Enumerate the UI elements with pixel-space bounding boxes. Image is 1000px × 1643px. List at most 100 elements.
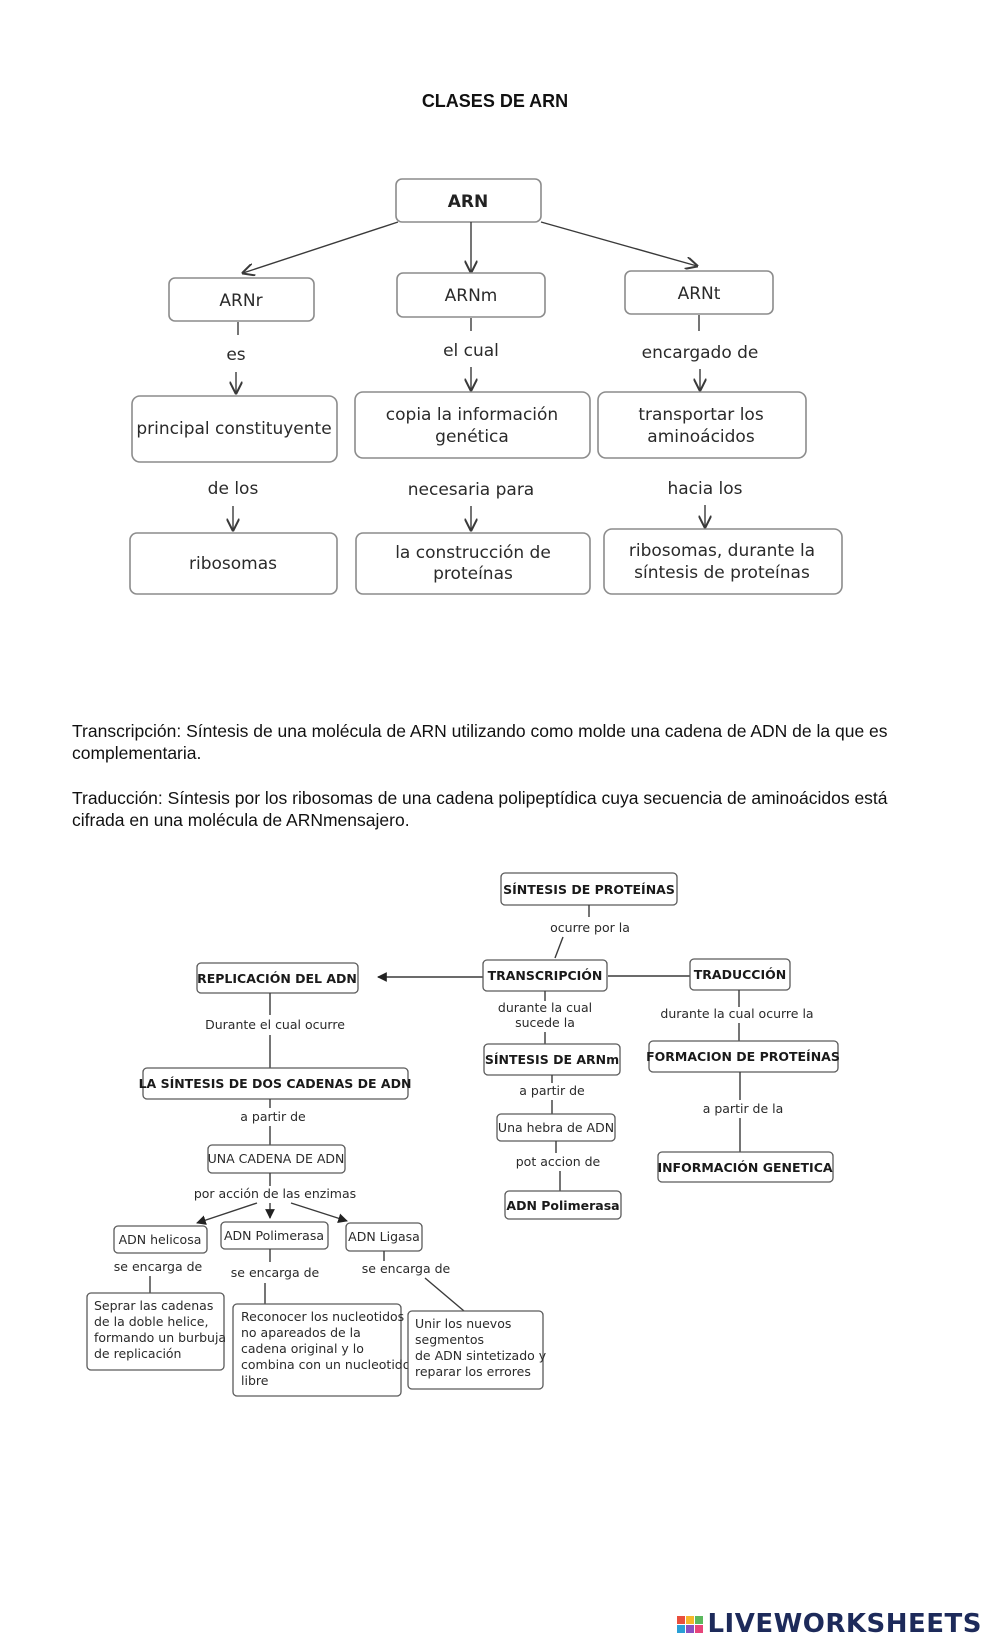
logo-square-2 [686,1615,695,1624]
tc-sintesis-arnm-label: SÍNTESIS DE ARNm [485,1052,619,1067]
arnm-description-line1: copia la información [386,405,558,425]
polimerasa-desc-line3: cadena original y lo [241,1341,364,1356]
replicacion-node: REPLICACIÓN DEL ADN [196,962,359,994]
arnm-target-node: la construcción de proteínas [355,532,591,595]
td-formacion-label: FORMACION DE PROTEÍNAS [646,1049,840,1064]
polimerasa-desc-line5: libre [241,1373,269,1388]
ligasa-desc-line4: reparar los errores [415,1364,531,1379]
arnr-label: ARNr [219,291,262,311]
transcripcion-label: TRANSCRIPCIÓN [488,968,603,983]
arnt-target-line2: síntesis de proteínas [634,563,810,583]
td-link-durante: durante la cual ocurre la [660,1006,813,1021]
rep-sintesis-label: LA SÍNTESIS DE DOS CADENAS DE ADN [139,1076,412,1091]
arnm-target-line2: proteínas [433,564,513,584]
arnm-description-line2: genética [435,427,509,447]
tc-polimerasa-label: ADN Polimerasa [506,1198,619,1213]
definition-transcripcion: Transcripción: Síntesis de una molécula … [72,721,888,763]
replicacion-label: REPLICACIÓN DEL ADN [197,971,357,986]
arnm-link-necesaria: necesaria para [408,480,534,500]
tc-link-pot-accion: pot accion de [516,1154,601,1169]
td-informacion-label: INFORMACIÓN GENETICA [657,1160,832,1175]
td-link-a-partir: a partir de la [703,1101,784,1116]
arnt-target-node: ribosomas, durante la síntesis de proteí… [603,528,843,595]
polimerasa-desc-line1: Reconocer los nucleotidos [241,1309,404,1324]
arrow-to-ligasa [290,1202,348,1223]
page-title: CLASES DE ARN [421,91,569,111]
arnt-target-line1: ribosomas, durante la [629,541,815,561]
helicosa-desc-line1: Seprar las cadenas [94,1298,213,1313]
td-formacion-node: FORMACION DE PROTEÍNAS [646,1040,840,1073]
enzyme-ligasa-desc-node: Unir los nuevos segmentos de ADN sinteti… [407,1310,547,1390]
transcripcion-node: TRANSCRIPCIÓN [482,959,608,992]
rep-link-a-partir: a partir de [240,1109,306,1124]
arnm-label: ARNm [445,286,498,306]
td-informacion-node: INFORMACIÓN GENETICA [657,1151,834,1183]
ligasa-desc-line3: de ADN sintetizado y [415,1348,547,1363]
tc-link1-line2: sucede la [515,1015,575,1030]
polimerasa-desc-line4: combina con un nucleotido [241,1357,410,1372]
tc-link-a-partir: a partir de [519,1083,585,1098]
logo-square-6 [695,1624,704,1633]
enzyme-polimerasa-label: ADN Polimerasa [224,1228,324,1243]
traduccion-label: TRADUCCIÓN [694,967,786,982]
enzyme-helicosa-node: ADN helicosa [113,1225,208,1254]
tc-link1-line1: durante la cual [498,1000,592,1015]
protein-synthesis-root-node: SÍNTESIS DE PROTEÍNAS [500,872,678,906]
enzyme-polimerasa-desc-node: Reconocer los nucleotidos no apareados d… [232,1303,410,1397]
arnt-link-encargado: encargado de [642,343,759,363]
ligasa-desc-line1: Unir los nuevos [415,1316,511,1331]
arnr-link-es: es [226,345,245,365]
arnt-description-line1: transportar los [638,405,763,425]
arn-root-label: ARN [448,192,488,212]
arnt-description-node: transportar los aminoácidos [597,391,807,459]
tc-hebra-node: Una hebra de ADN [496,1113,616,1142]
arnm-description-node: copia la información genética [354,391,591,459]
root-connector-2 [554,936,564,959]
ligasa-desc-line2: segmentos [415,1332,484,1347]
arnt-node: ARNt [624,270,774,315]
tc-hebra-label: Una hebra de ADN [498,1120,614,1135]
rep-sintesis-node: LA SÍNTESIS DE DOS CADENAS DE ADN [139,1067,412,1100]
arnr-target-node: ribosomas [129,532,338,595]
enzyme-polimerasa-link: se encarga de [231,1265,320,1280]
arnr-description-text: principal constituyente [136,419,331,439]
rep-link-durante: Durante el cual ocurre [205,1017,345,1032]
arnt-link-hacia-los: hacia los [667,479,742,499]
arn-root-node: ARN [395,178,542,223]
arnt-description-line2: aminoácidos [647,427,755,447]
tc-polimerasa-node: ADN Polimerasa [504,1190,622,1220]
arnm-node: ARNm [396,272,546,318]
tc-sintesis-arnm-node: SÍNTESIS DE ARNm [483,1043,621,1076]
arrow-arn-to-arnr [243,221,399,273]
ligasa-connector-2 [424,1277,465,1312]
helicosa-desc-line3: formando un burbuja [94,1330,226,1345]
logo-square-5 [686,1624,695,1633]
arrow-to-helicosa [196,1202,258,1225]
arrow-arn-to-arnt [540,221,697,266]
logo-grid-icon [677,1615,704,1633]
arnr-link-de-los: de los [208,479,259,499]
arnr-target-text: ribosomas [189,554,277,574]
arnm-link-el-cual: el cual [443,341,499,361]
arnr-node: ARNr [168,277,315,322]
protein-synthesis-root-label: SÍNTESIS DE PROTEÍNAS [503,882,675,897]
arnr-description-node: principal constituyente [131,395,338,463]
enzyme-helicosa-desc-node: Seprar las cadenas de la doble helice, f… [86,1292,226,1371]
enzyme-helicosa-link: se encarga de [114,1259,203,1274]
logo-square-4 [677,1624,686,1633]
helicosa-desc-line2: de la doble helice, [94,1314,208,1329]
definition-traduccion: Traducción: Síntesis por los ribosomas d… [72,788,888,830]
rep-cadena-node: UNA CADENA DE ADN [207,1144,346,1174]
logo-brand-text: LIVEWORKSHEETS [707,1609,982,1639]
enzyme-ligasa-link: se encarga de [362,1261,451,1276]
polimerasa-desc-line2: no apareados de la [241,1325,361,1340]
traduccion-node: TRADUCCIÓN [689,958,791,991]
enzyme-polimerasa-node: ADN Polimerasa [220,1221,329,1250]
logo-square-3 [695,1615,704,1624]
liveworksheets-logo[interactable]: LIVEWORKSHEETS [677,1609,982,1639]
rep-link-enzimas: por acción de las enzimas [194,1186,356,1201]
enzyme-ligasa-node: ADN Ligasa [345,1222,423,1252]
rep-cadena-label: UNA CADENA DE ADN [208,1151,345,1166]
enzyme-helicosa-label: ADN helicosa [119,1232,202,1247]
